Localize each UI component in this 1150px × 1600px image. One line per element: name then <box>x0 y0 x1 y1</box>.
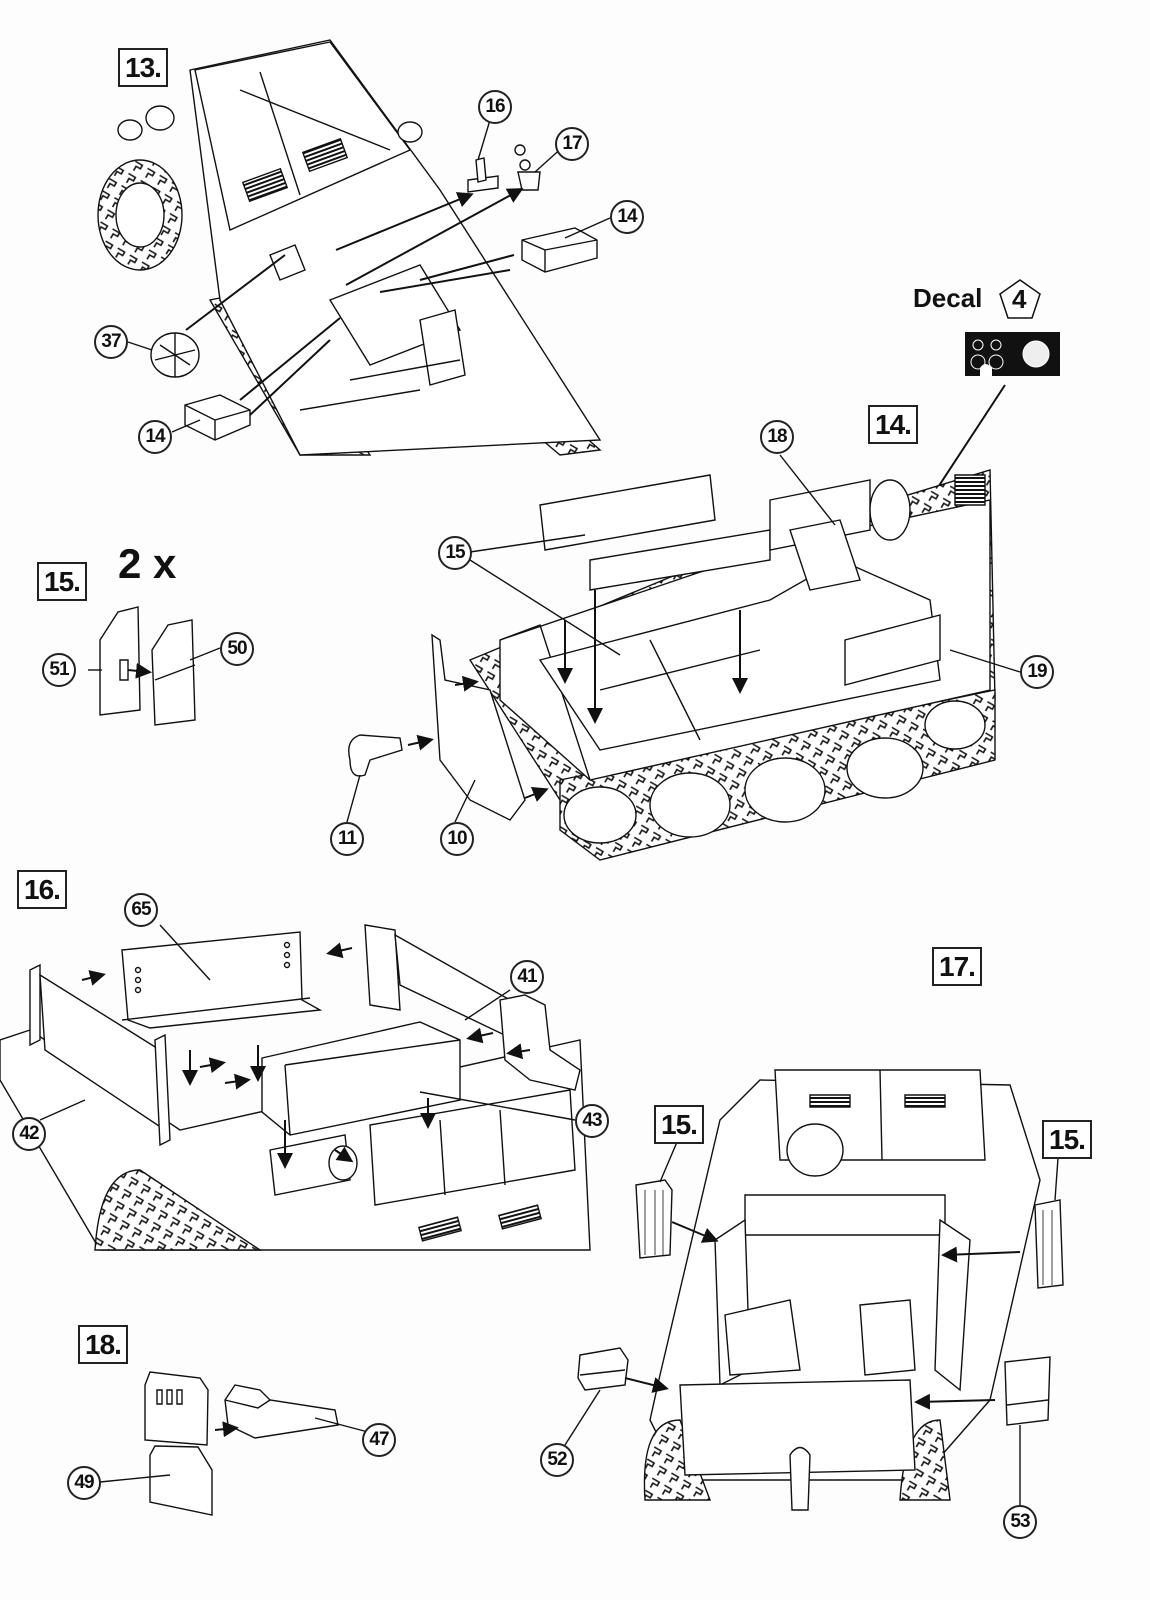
step-15-label: 15. <box>37 562 87 601</box>
step13-leader-lines <box>128 120 610 432</box>
part-callout-10: 10 <box>440 822 474 856</box>
step18-leader-47 <box>315 1418 368 1432</box>
part-callout-52: 52 <box>540 1443 574 1477</box>
part-callout-18: 18 <box>760 420 794 454</box>
step18-arrow <box>215 1421 239 1438</box>
step-17-label: 17. <box>932 947 982 986</box>
part-callout-47: 47 <box>362 1423 396 1457</box>
step-14-label: 14. <box>868 405 918 444</box>
decal-pentagon-icon <box>999 279 1041 319</box>
step15-arrow <box>128 662 152 679</box>
part-callout-15: 15 <box>438 536 472 570</box>
part-callout-19: 19 <box>1020 655 1054 689</box>
part-callout-42: 42 <box>12 1117 46 1151</box>
step18-leader-49 <box>100 1475 170 1482</box>
step18-parts <box>145 1372 338 1515</box>
step-18-label: 18. <box>78 1325 128 1364</box>
step15-leader-50 <box>190 648 220 660</box>
step-16-label: 16. <box>17 870 67 909</box>
step14-vehicle-drawing <box>470 470 995 860</box>
step13-loose-parts <box>151 145 597 440</box>
part-callout-41: 41 <box>510 960 544 994</box>
step14-leader-lines <box>347 455 1020 822</box>
part-callout-65: 65 <box>124 893 158 927</box>
quantity-multiplier: 2 x <box>118 540 177 587</box>
part-callout-37: 37 <box>94 325 128 359</box>
step-15-reference-left: 15. <box>654 1105 704 1144</box>
decal-4-instrument-panel <box>965 332 1060 376</box>
part-callout-11: 11 <box>330 822 364 856</box>
part-callout-16: 16 <box>478 90 512 124</box>
step17-loose-parts <box>578 1180 1063 1425</box>
step17-leader-lines <box>565 1142 1058 1505</box>
step13-vehicle-drawing <box>98 40 600 455</box>
part-callout-17: 17 <box>555 127 589 161</box>
step14-loose-parts <box>349 635 525 820</box>
part-callout-14-bottom: 14 <box>138 420 172 454</box>
step15-jerrycans <box>100 607 195 725</box>
part-callout-49: 49 <box>67 1466 101 1500</box>
step17-arrows <box>625 1222 1020 1410</box>
part-callout-51: 51 <box>42 653 76 687</box>
step16-leader-lines <box>40 925 575 1120</box>
step-13-label: 13. <box>118 48 168 87</box>
decal-title: Decal <box>913 283 983 313</box>
step16-arrows <box>82 942 530 1169</box>
decal-number: 4 <box>1012 284 1027 314</box>
step16-loose-parts <box>122 925 580 1135</box>
part-callout-14-top: 14 <box>610 200 644 234</box>
step-15-reference-right: 15. <box>1042 1120 1092 1159</box>
part-callout-43: 43 <box>575 1104 609 1138</box>
part-callout-53: 53 <box>1003 1505 1037 1539</box>
part-callout-50: 50 <box>220 632 254 666</box>
step17-vehicle-drawing <box>644 1070 1040 1510</box>
